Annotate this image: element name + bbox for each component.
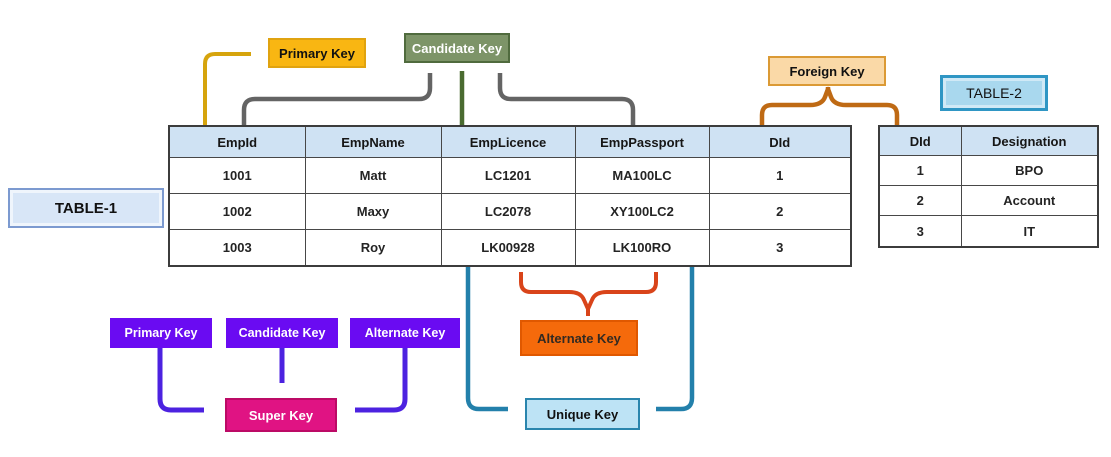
table1-row: 1003 Roy LK00928 LK100RO 3 [168, 228, 852, 267]
alternate-key-brace [519, 272, 658, 311]
alternate-key-mid-label: Alternate Key [520, 320, 638, 356]
table1-cell: XY100LC2 [574, 192, 710, 230]
unique-key-arrow-left [465, 262, 508, 412]
table2-row: 3 IT [878, 215, 1099, 248]
table1-cell: LC1201 [440, 157, 576, 194]
table2-header-designation: Designation [960, 125, 1099, 156]
foreign-key-label: Foreign Key [768, 56, 886, 86]
table2-header-did: DId [878, 125, 962, 156]
table1-cell: 1003 [168, 228, 306, 267]
foreign-key-brace [759, 86, 900, 126]
table1-cell: 1002 [168, 192, 306, 230]
table1-cell: 1 [708, 157, 852, 194]
alternate-key-bottom-label: Alternate Key [350, 318, 460, 348]
table2-title: TABLE-2 [940, 75, 1048, 111]
table1-header-empid: EmpId [168, 125, 306, 158]
table1-header-did: DId [708, 125, 852, 158]
table-2: DId Designation 1 BPO 2 Account 3 IT [878, 125, 1099, 248]
table1-cell: LK100RO [574, 228, 710, 267]
table1-cell: 1001 [168, 157, 306, 194]
candidate-key-label: Candidate Key [404, 33, 510, 63]
table1-header-row: EmpId EmpName EmpLicence EmpPassport DId [168, 125, 852, 158]
table1-cell: MA100LC [574, 157, 710, 194]
table1-cell: Roy [304, 228, 442, 267]
table2-row: 2 Account [878, 185, 1099, 217]
table2-row: 1 BPO [878, 154, 1099, 187]
table1-title: TABLE-1 [8, 188, 164, 228]
unique-key-arrow-right [656, 262, 695, 412]
table-1: EmpId EmpName EmpLicence EmpPassport DId… [168, 125, 852, 267]
table1-cell: Maxy [304, 192, 442, 230]
super-key-label: Super Key [225, 398, 337, 432]
table1-cell: Matt [304, 157, 442, 194]
candidate-key-bottom-label: Candidate Key [226, 318, 338, 348]
table1-row: 1002 Maxy LC2078 XY100LC2 2 [168, 192, 852, 230]
table2-header-row: DId Designation [878, 125, 1099, 156]
table1-header-emplicence: EmpLicence [440, 125, 576, 158]
candidate-key-arrow-empid [241, 73, 433, 126]
table1-cell: 3 [708, 228, 852, 267]
table2-cell: 3 [878, 215, 962, 248]
table2-cell: IT [960, 215, 1099, 248]
primary-key-arrow [203, 52, 251, 127]
primary-key-bottom-label: Primary Key [110, 318, 212, 348]
primary-key-label: Primary Key [268, 38, 366, 68]
table1-header-emppassport: EmpPassport [574, 125, 710, 158]
table2-cell: 1 [878, 154, 962, 187]
table1-row: 1001 Matt LC1201 MA100LC 1 [168, 157, 852, 194]
table1-cell: 2 [708, 192, 852, 230]
super-key-arrow-alternate [355, 348, 408, 413]
table1-cell: LK00928 [440, 228, 576, 267]
table2-cell: 2 [878, 185, 962, 217]
table2-cell: Account [960, 185, 1099, 217]
table1-header-empname: EmpName [304, 125, 442, 158]
unique-key-label: Unique Key [525, 398, 640, 430]
table1-cell: LC2078 [440, 192, 576, 230]
table2-cell: BPO [960, 154, 1099, 187]
candidate-key-arrow-emppassport [497, 73, 636, 126]
super-key-arrow-primary [157, 348, 204, 413]
